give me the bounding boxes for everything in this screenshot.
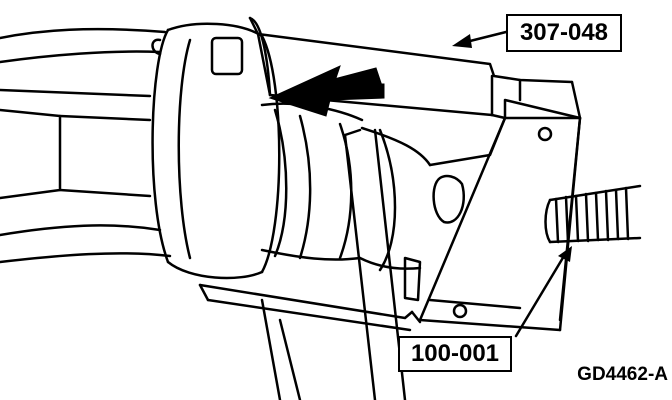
callout-100-001: 100-001	[398, 336, 512, 372]
direction-arrow-icon-2	[299, 67, 383, 89]
press-bracket	[410, 116, 582, 332]
forcing-screw	[544, 184, 642, 244]
frame-legs	[198, 128, 422, 400]
inner-seal	[260, 102, 432, 272]
figure-id: GD4462-A	[577, 364, 668, 385]
leader-arrow-307	[452, 34, 472, 48]
bearing-ring	[151, 22, 281, 280]
direction-arrow-icon	[268, 65, 385, 117]
shaft-housing	[0, 27, 172, 264]
leader-lines	[464, 30, 566, 338]
callout-307-048: 307-048	[506, 14, 622, 52]
callout-100-001-label: 100-001	[410, 340, 500, 367]
direction-arrows	[268, 65, 385, 117]
leader-arrow-100	[558, 246, 572, 262]
callout-307-048-label: 307-048	[519, 19, 609, 46]
